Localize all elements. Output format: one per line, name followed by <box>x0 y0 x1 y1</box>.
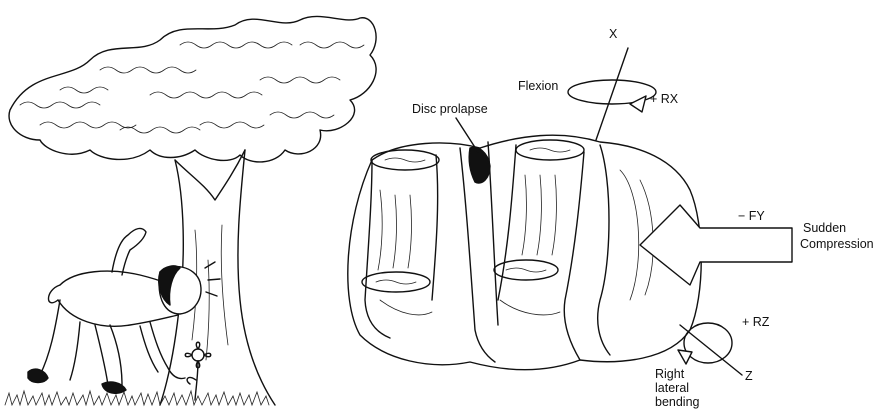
lateral-label: lateral <box>655 381 689 395</box>
tree-canopy <box>9 16 376 162</box>
plus-rx-label: + RX <box>650 92 679 106</box>
tree-scene <box>5 16 376 405</box>
right-label: Right <box>655 367 685 381</box>
grass <box>5 391 269 405</box>
vertebra-body-1 <box>365 160 390 338</box>
axis-x-label: X <box>609 27 618 41</box>
disc-prolapse-label: Disc prolapse <box>412 102 488 116</box>
disc-prolapse-leader <box>456 118 478 152</box>
bending-man <box>28 228 220 393</box>
disc-prolapse-mark <box>469 147 490 183</box>
plus-rz-label: + RZ <box>742 315 770 329</box>
x-axis <box>568 48 656 140</box>
z-axis <box>678 323 742 375</box>
compression-label: Compression <box>800 237 874 251</box>
rx-arrowhead <box>630 96 646 112</box>
minus-fy-label: − FY <box>738 209 765 223</box>
axis-z-label: Z <box>745 369 753 383</box>
compression-arrow <box>640 205 792 285</box>
bending-label: bending <box>655 395 700 409</box>
sudden-label: Sudden <box>803 221 846 235</box>
rz-arrowhead <box>678 350 692 364</box>
flexion-label: Flexion <box>518 79 558 93</box>
